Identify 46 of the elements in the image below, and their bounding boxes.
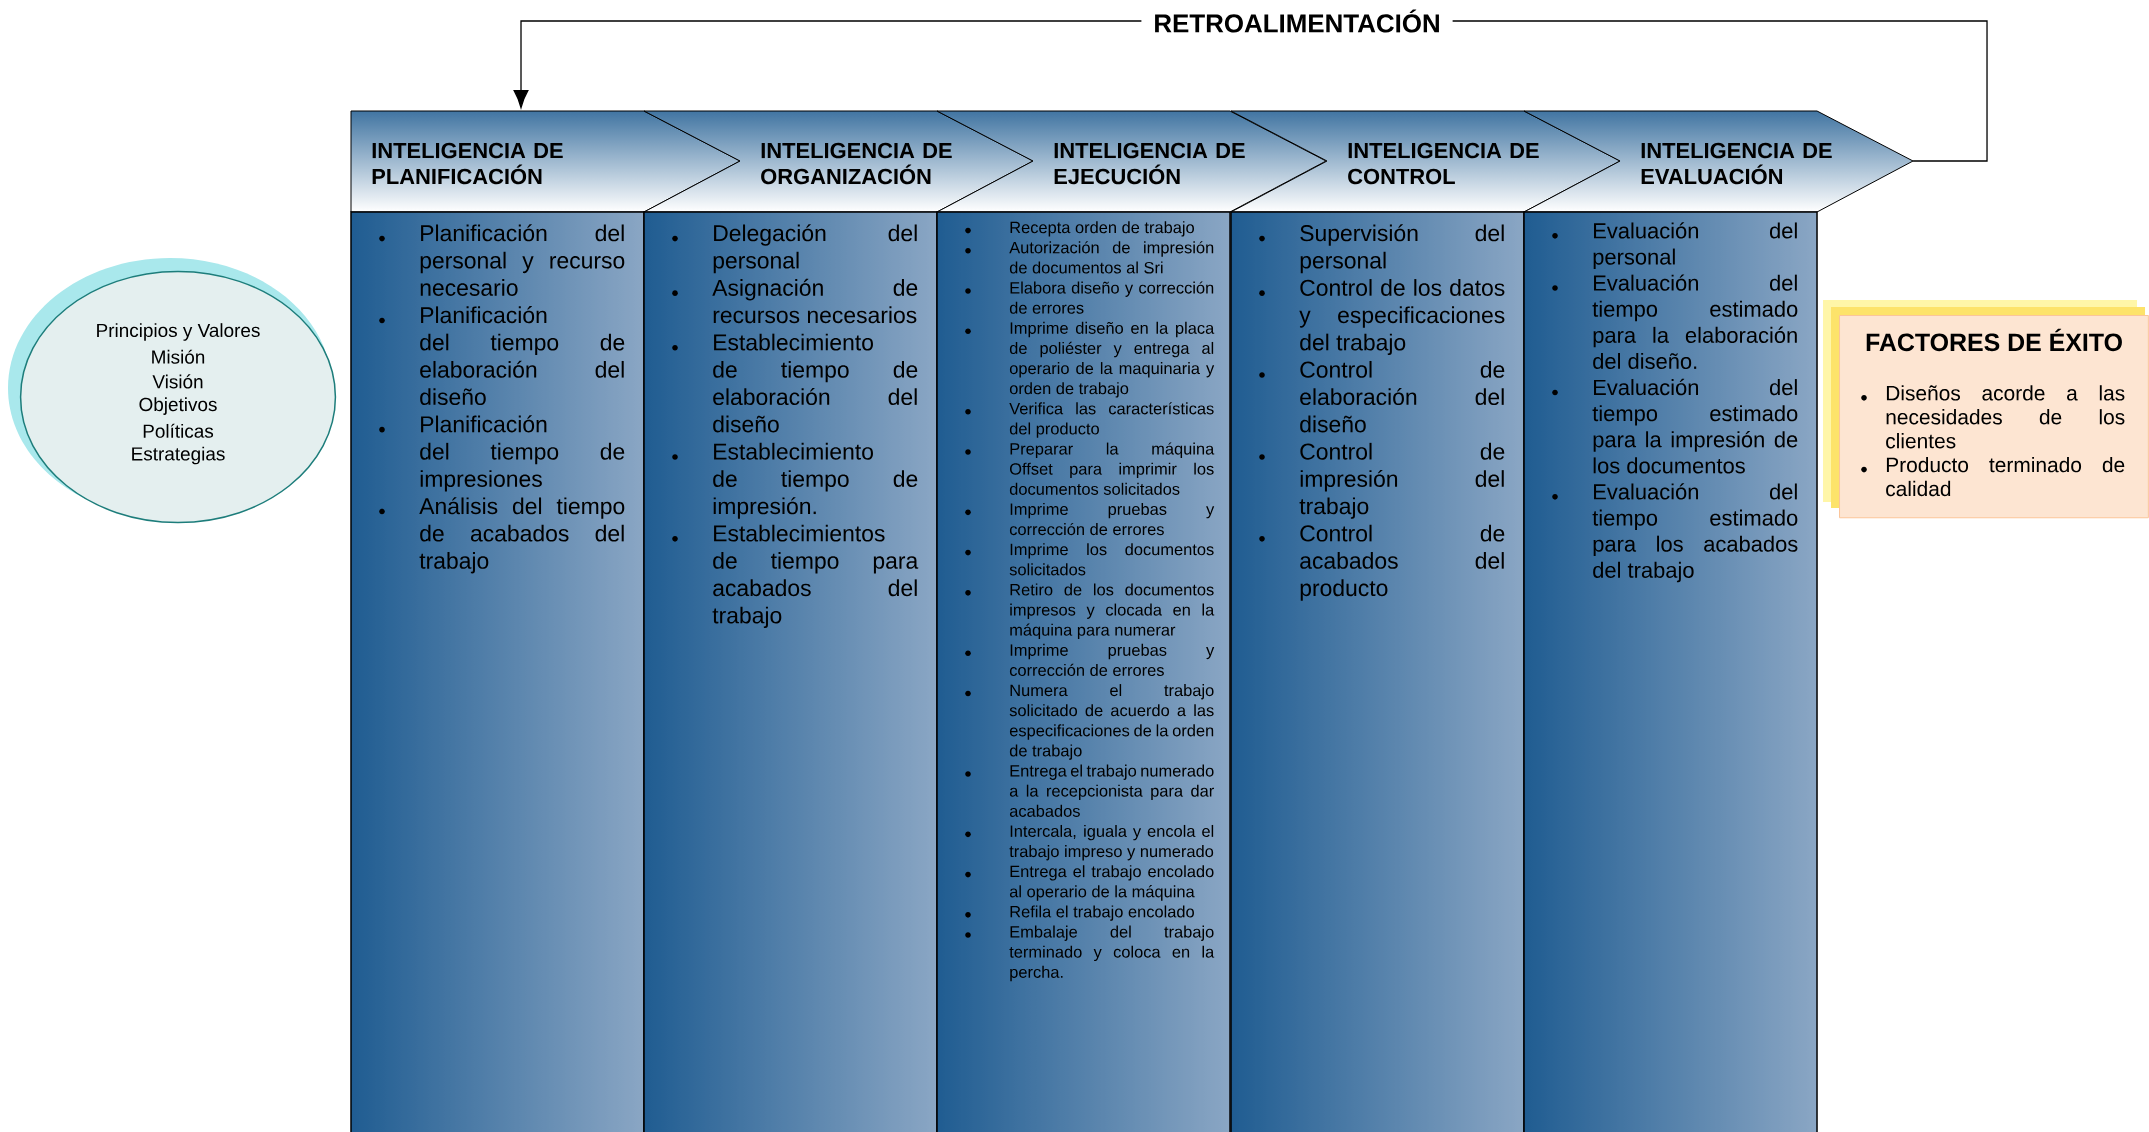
column-heading: INTELIGENCIA DE CONTROL (1348, 142, 1539, 185)
edge-label: RETROALIMENTACIÓN (1155, 9, 1439, 33)
oval-text: Estrategias (132, 446, 225, 465)
list-item: Refila el trabajo encolado (1010, 905, 1194, 921)
oval-text: Objetivos (139, 397, 217, 415)
list-item: Evaluación del tiempo estimado para la impresión de los documentos (1592, 378, 1798, 474)
list-item: Supervisión del personal (1300, 224, 1504, 274)
list-item: Embalaje del trabajo terminado y coloca en la percha. (1009, 925, 1215, 982)
list-item: Establecimientos de tiempo para acabados del trabajo (712, 524, 919, 628)
column-heading: INTELIGENCIA DE ORGANIZACIÓN (761, 142, 952, 185)
list-item: Control de acabados del producto (1300, 524, 1505, 601)
list-item: Establecimiento de tiempo de elaboración del diseño (713, 333, 918, 433)
list-item: Verifica las características del producto (1009, 402, 1214, 438)
list-item: Imprime diseño en la placa de poliéster y entrega al operario de la maquinaria y orden de trabajo (1009, 321, 1215, 398)
oval-text: Misión (152, 349, 205, 364)
list-item: Asignación de recursos necesarios (712, 278, 918, 324)
list-item: Evaluación del tiempo estimado para los acabados del trabajo (1592, 483, 1798, 583)
list-item: Planificación del tiempo de impresiones (420, 415, 625, 492)
list-item: Imprime los documentos solicitados (1009, 543, 1214, 576)
list-item: Elabora diseño y corrección de errores (1009, 281, 1214, 314)
oval-text: Visión (152, 374, 203, 389)
list-item: Establecimiento de tiempo de impresión. (713, 442, 918, 519)
oval-text: Políticas (143, 423, 214, 438)
list-item: Intercala, iguala y encola el trabajo impreso y numerado (1009, 824, 1214, 861)
list-item: Evaluación del tiempo estimado para la elaboración del diseño. (1592, 274, 1798, 370)
list-item: Preparar la máquina Offset para imprimir los documentos solicitados (1009, 442, 1215, 495)
list-item: Delegación del personal (713, 224, 917, 274)
list-item: Entrega el trabajo encolado al operario de la máquina (1009, 865, 1214, 901)
box-heading: FACTORES DE ÉXITO (1866, 328, 2122, 352)
list-item: Retiro de los documentos impresos y clocada en la máquina para numerar (1010, 583, 1215, 639)
list-item: Análisis del tiempo de acabados del trabajo (419, 497, 625, 574)
list-item: Entrega el trabajo numerado a la recepcionista para dar acabados (1009, 764, 1214, 817)
list-item: Planificación del personal y recurso necesario (420, 224, 625, 296)
list-item: Producto terminado de calidad (1886, 456, 2125, 497)
list-item: Planificación del tiempo de elaboración del diseño (420, 306, 625, 406)
column-heading: INTELIGENCIA DE PLANIFICACIÓN (372, 142, 563, 185)
list-item: Diseños acorde a las necesidades de los clientes (1886, 385, 2125, 449)
list-item: Autorización de impresión de documentos al Sri (1009, 241, 1214, 274)
list-item: Imprime pruebas y corrección de errores (1009, 502, 1215, 536)
list-item: Evaluación del personal (1593, 222, 1797, 269)
column-heading: INTELIGENCIA DE EJECUCIÓN (1054, 142, 1245, 185)
list-item: Recepta orden de trabajo (1010, 221, 1194, 237)
list-item: Numera el trabajo solicitado de acuerdo a las especificaciones de la orden de trabajo (1009, 684, 1214, 760)
list-item: Imprime pruebas y corrección de errores (1009, 643, 1215, 676)
column-heading: INTELIGENCIA DE EVALUACIÓN (1641, 142, 1832, 185)
oval-text: Principios y Valores (97, 323, 260, 341)
